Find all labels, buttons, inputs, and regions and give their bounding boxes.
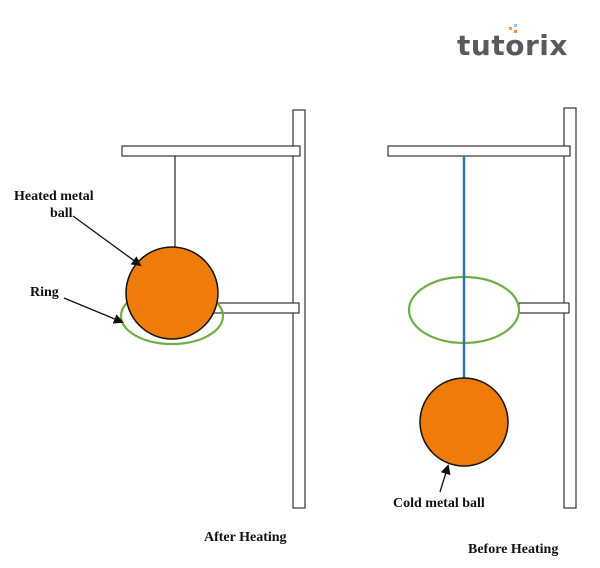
logo-dot (509, 27, 512, 30)
logo-dot (514, 24, 517, 27)
heated-ball-label-line2: ball (50, 206, 73, 221)
ring-arm-left (211, 302, 300, 314)
ring-label: Ring (30, 285, 124, 324)
after-heating-apparatus (119, 109, 306, 509)
cold-ball-arrow (439, 464, 451, 493)
top-arm-left (121, 145, 301, 157)
heated-ball-arrow (72, 215, 142, 267)
cold-metal-ball (419, 377, 509, 467)
logo-text: tutorix (457, 29, 568, 62)
heated-ball-label: Heated metal ball (14, 189, 142, 267)
ring-arrow (63, 297, 124, 324)
after-heating-caption: After Heating (204, 530, 287, 545)
heated-metal-ball (125, 246, 219, 340)
before-heating-apparatus (387, 107, 577, 509)
tutorix-logo: tutorix (457, 24, 568, 62)
ring-arm-right (518, 302, 570, 314)
top-arm-right (387, 145, 571, 157)
heated-ball-label-line1: Heated metal (14, 189, 94, 204)
cold-ball-label: Cold metal ball (393, 464, 485, 511)
logo-dot (514, 30, 517, 33)
ring-label-text: Ring (30, 285, 59, 300)
cold-ball-label-text: Cold metal ball (393, 496, 485, 511)
before-heating-caption: Before Heating (468, 542, 558, 557)
